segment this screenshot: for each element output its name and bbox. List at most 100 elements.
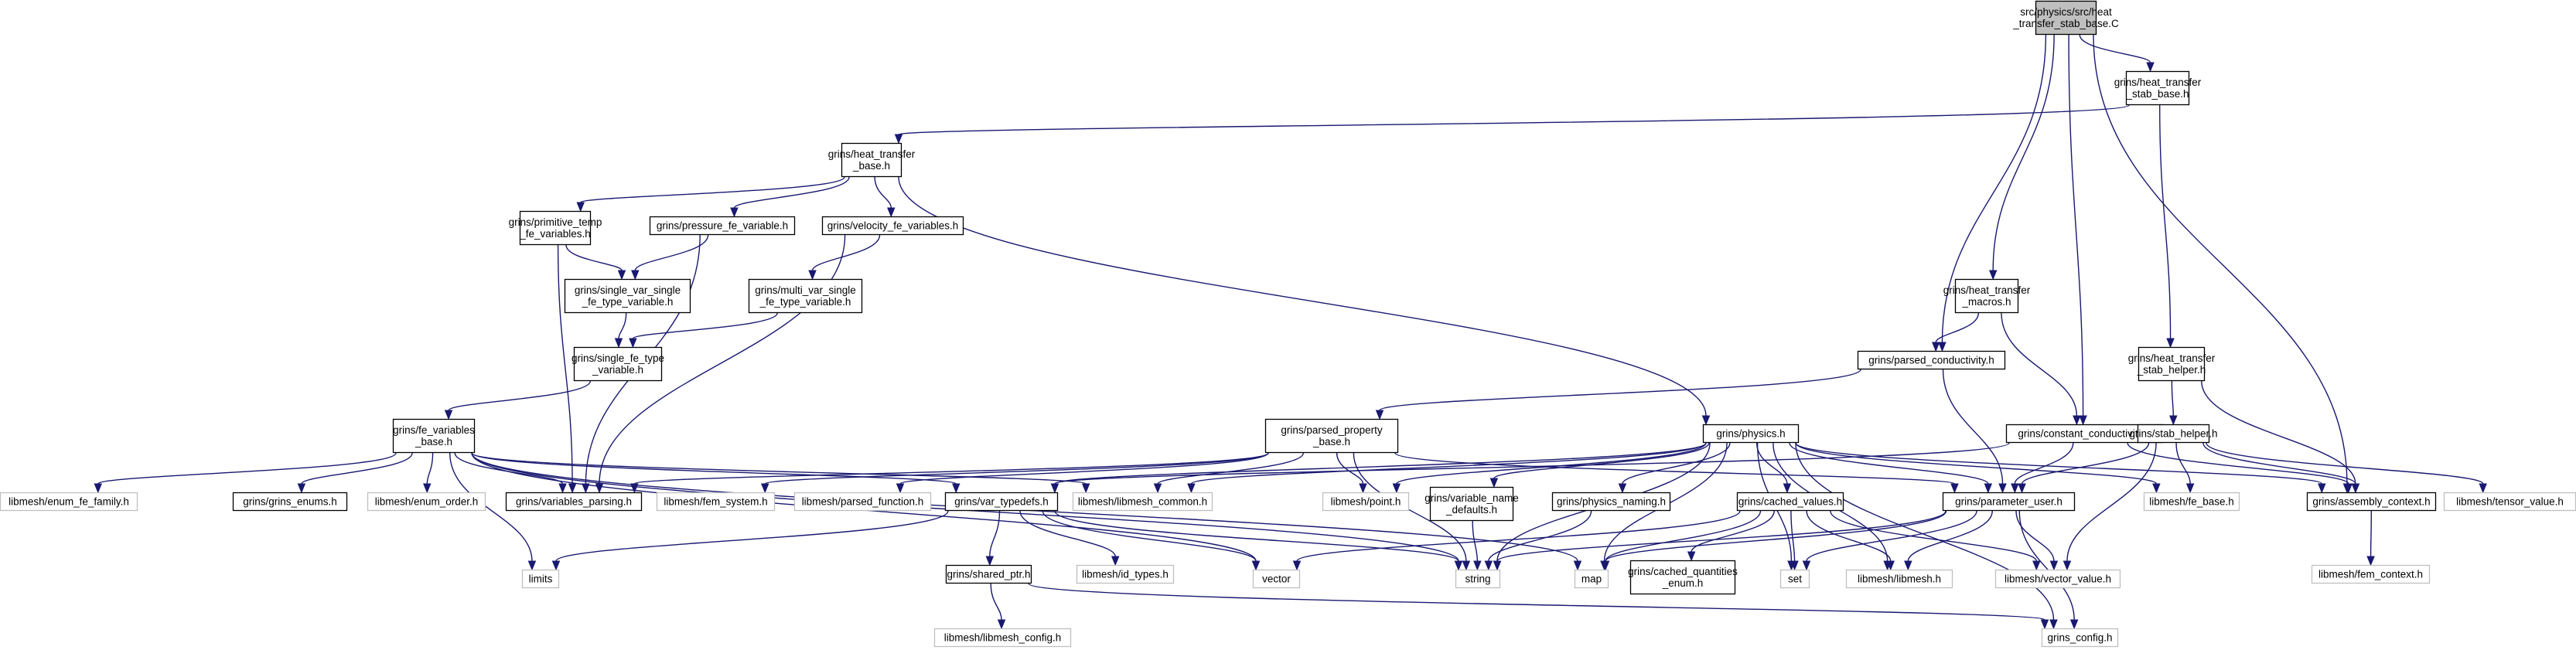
node-root[interactable]: src/physics/src/heat_transfer_stab_base.… — [2012, 0, 2119, 36]
node-parsed_prop_base[interactable]: grins/parsed_property_base.h — [1264, 418, 1399, 454]
node-label: grins/constant_conductivity.h — [2018, 428, 2151, 440]
node-vars_parsing[interactable]: grins/variables_parsing.h — [505, 492, 643, 512]
node-box — [2035, 0, 2097, 36]
node-label: grins/heat_transfer — [2114, 77, 2202, 88]
edge-multi_var_single-to-single_fe_type — [632, 312, 778, 339]
edge-root-to-parsed_cond — [1941, 34, 2047, 343]
arrowhead-parsed_prop_base-to-vars_parsing — [630, 483, 639, 494]
node-ht_macros[interactable]: grins/heat_transfer_macros.h — [1943, 278, 2031, 314]
node-const_cond[interactable]: grins/constant_conductivity.h — [2005, 424, 2164, 444]
edge-ht_macros-to-parsed_cond — [1935, 312, 1979, 343]
arrowhead-parsed_prop_base-to-fem_system — [760, 483, 769, 494]
node-label: grins/primitive_temp — [509, 216, 602, 228]
node-label: grins/heat_transfer — [1943, 284, 2031, 296]
node-label: grins/single_fe_type — [571, 352, 664, 364]
edge-physics-to-var_typedefs — [1054, 442, 1707, 485]
edge-ht_stab_helper-to-assembly_ctx — [2201, 380, 2356, 485]
node-label: grins/multi_var_single — [755, 284, 856, 296]
node-ht_base[interactable]: grins/heat_transfer_base.h — [828, 142, 916, 178]
node-parameter_user[interactable]: grins/parameter_user.h — [1942, 492, 2076, 512]
edge-velocity_fe-to-multi_var_single — [811, 234, 881, 271]
node-ht_stab_base[interactable]: grins/heat_transfer_stab_base.h — [2114, 70, 2202, 106]
node-var_name_defaults[interactable]: grins/variable_name_defaults.h — [1424, 486, 1519, 522]
node-map: map — [1574, 569, 1609, 589]
node-cached_q_enum[interactable]: grins/cached_quantities_enum.h — [1628, 560, 1738, 595]
arrowhead-parsed_prop_base-to-parameter_user — [1950, 483, 1959, 494]
edge-physics-to-fe_base — [1795, 442, 2158, 485]
node-box — [1551, 492, 1671, 512]
node-box — [367, 492, 486, 512]
arrowhead-physics-to-point — [1392, 483, 1401, 494]
node-velocity_fe[interactable]: grins/velocity_fe_variables.h — [821, 216, 964, 236]
arrowhead-parameter_user-to-set — [1802, 560, 1811, 571]
arrowhead-physics-to-var_typedefs — [1050, 483, 1059, 494]
arrowhead-fe_vars_base-to-grins_enums — [297, 483, 306, 494]
node-label: libmesh/enum_fe_family.h — [9, 496, 129, 508]
arrowhead-fe_vars_base-to-enum_fe_family — [94, 483, 103, 494]
node-box — [392, 418, 476, 454]
edge-physics-to-point — [1396, 442, 1707, 485]
node-var_typedefs[interactable]: grins/var_typedefs.h — [944, 492, 1059, 512]
edge-physics-to-cached_values — [1755, 442, 1788, 485]
node-single_var_single[interactable]: grins/single_var_single_fe_type_variable… — [564, 278, 691, 314]
edge-prim_temp-to-vars_parsing — [557, 244, 573, 485]
node-label: libmesh/libmesh.h — [1858, 573, 1941, 585]
node-box — [945, 564, 1032, 584]
edge-root-to-const_cond — [2068, 34, 2084, 417]
edge-var_typedefs-to-shared_ptr — [989, 510, 1001, 557]
node-parsed_function: libmesh/parsed_function.h — [793, 492, 932, 512]
arrowhead-fe_vars_base-to-map — [1573, 560, 1582, 571]
edge-physics_naming-to-string — [1488, 510, 1592, 562]
node-stab_helper[interactable]: grins/stab_helper.h — [2129, 424, 2218, 444]
node-box — [0, 492, 138, 512]
node-label: grins/cached_quantities — [1628, 566, 1738, 577]
node-box — [573, 346, 663, 382]
node-fe_vars_base[interactable]: grins/fe_variables_base.h — [392, 418, 476, 454]
node-grins_enums[interactable]: grins/grins_enums.h — [232, 492, 348, 512]
edge-fe_vars_base-to-var_typedefs — [471, 452, 957, 485]
node-label: set — [1788, 573, 1802, 585]
node-label: limits — [529, 573, 553, 585]
edge-var_typedefs-to-string — [1054, 510, 1459, 562]
edge-stab_helper-to-vector_value — [2066, 442, 2157, 562]
node-label: grins/fe_variables — [393, 424, 475, 436]
node-label: _defaults.h — [1445, 504, 1497, 516]
arrowhead-parsed_prop_base-to-point — [1359, 483, 1367, 494]
arrowhead-cached_values-to-cached_q_enum — [1687, 551, 1696, 562]
node-ht_stab_helper[interactable]: grins/heat_transfer_stab_helper.h — [2128, 346, 2216, 382]
arrowhead-prim_temp-to-vars_parsing — [568, 483, 577, 494]
node-box — [2138, 346, 2206, 382]
node-label: _fe_type_variable.h — [759, 296, 851, 308]
node-label: vector — [1262, 573, 1291, 585]
node-prim_temp[interactable]: grins/primitive_temp_fe_variables.h — [509, 210, 602, 246]
node-libmesh_common: libmesh/libmesh_common.h — [1072, 492, 1213, 512]
node-label: src/physics/src/heat — [2020, 6, 2112, 18]
arrowhead-physics-to-assembly_ctx — [2318, 483, 2326, 494]
node-single_fe_type[interactable]: grins/single_fe_type_variable.h — [571, 346, 664, 382]
node-physics[interactable]: grins/physics.h — [1702, 424, 1800, 444]
edge-fe_vars_base-to-limits — [449, 452, 533, 562]
arrowhead-var_typedefs-to-id_types — [1111, 556, 1120, 567]
node-label: grins/var_typedefs.h — [954, 496, 1049, 508]
node-multi_var_single[interactable]: grins/multi_var_single_fe_type_variable.… — [748, 278, 863, 314]
arrowhead-const_cond-to-parameter_user — [2011, 483, 2019, 494]
arrowhead-parsed_cond-to-parameter_user — [1998, 483, 2007, 494]
node-limits: limits — [521, 569, 560, 589]
node-shared_ptr[interactable]: grins/shared_ptr.h — [945, 564, 1032, 584]
arrowhead-parameter_user-to-vector_value — [2049, 560, 2059, 571]
node-label: grins/heat_transfer — [2128, 352, 2216, 364]
node-parsed_cond[interactable]: grins/parsed_conductivity.h — [1857, 350, 2006, 370]
arrowhead-ht_stab_helper-to-stab_helper — [2169, 415, 2178, 426]
node-libmesh_h: libmesh/libmesh.h — [1845, 569, 1953, 589]
arrowhead-single_var_single-to-single_fe_type — [614, 338, 623, 349]
node-physics_naming[interactable]: grins/physics_naming.h — [1551, 492, 1671, 512]
node-fe_base: libmesh/fe_base.h — [2143, 492, 2240, 512]
arrowhead-parameter_user-to-string — [1493, 560, 1502, 571]
node-assembly_ctx[interactable]: grins/assembly_context.h — [2306, 492, 2437, 512]
node-label: _macros.h — [1961, 296, 2011, 308]
node-pressure_fe[interactable]: grins/pressure_fe_variable.h — [649, 216, 796, 236]
arrowhead-root-to-ht_stab_base — [2146, 62, 2155, 73]
node-cached_values[interactable]: grins/cached_values.h — [1736, 492, 1844, 512]
node-label: grins/pressure_fe_variable.h — [657, 220, 788, 232]
arrowhead-fe_vars_base-to-var_typedefs — [952, 483, 960, 494]
